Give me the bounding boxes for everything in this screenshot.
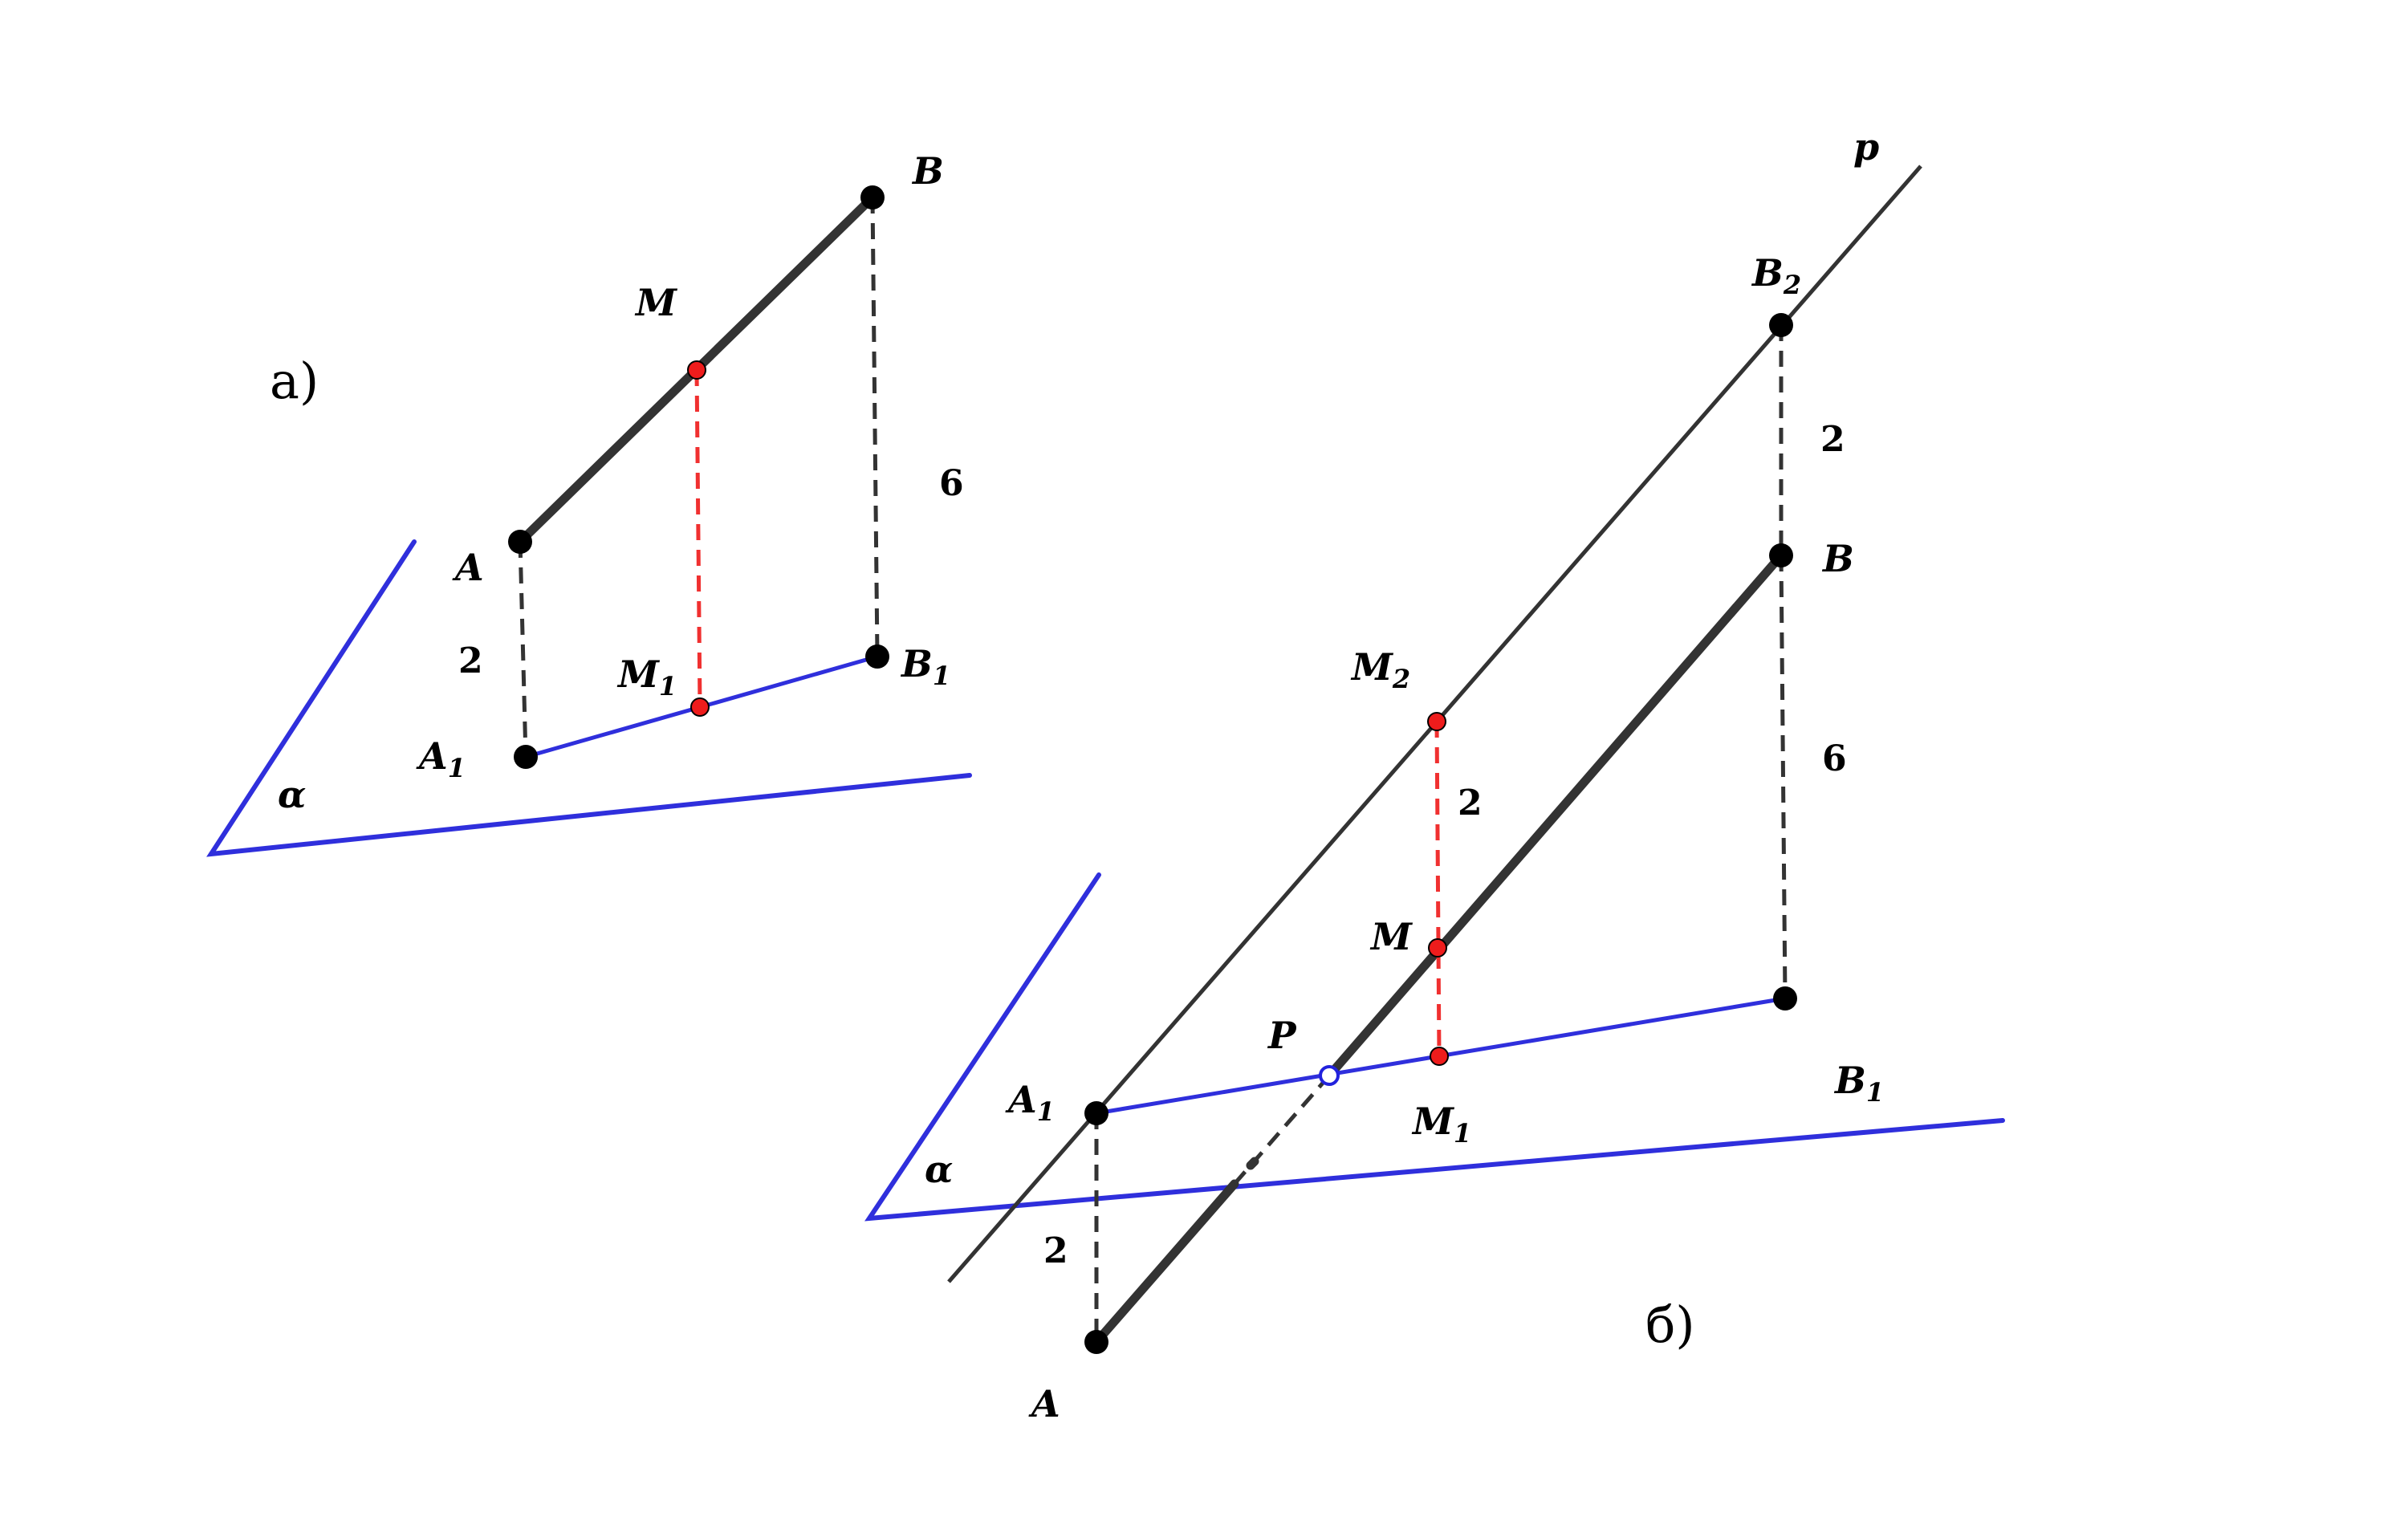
perpendicular-aa1-a bbox=[518, 541, 528, 758]
point-m2-b bbox=[1427, 712, 1446, 731]
point-a1-a bbox=[514, 745, 538, 769]
label-m1-a: M1 bbox=[616, 653, 677, 701]
plane-alpha-b-label: α bbox=[925, 1148, 953, 1191]
label-b-b: B bbox=[1821, 537, 1854, 580]
line-p-label: p bbox=[1853, 125, 1879, 169]
perpendicular-bb1-b bbox=[1779, 555, 1788, 999]
distance-b2b-b: 2 bbox=[1820, 419, 1845, 460]
label-b1-b: B1 bbox=[1833, 1059, 1884, 1108]
figure-b: б) α p B2 B B1 M2 M M1 P A1 A 2 6 2 2 bbox=[864, 125, 2005, 1425]
point-b1-a bbox=[865, 645, 889, 669]
point-a-b bbox=[1084, 1330, 1108, 1354]
label-m1-b: M1 bbox=[1411, 1100, 1471, 1149]
point-m1-b bbox=[1430, 1047, 1449, 1066]
plane-alpha-a bbox=[206, 539, 972, 857]
point-a1-b bbox=[1084, 1101, 1108, 1125]
label-a1-b: A1 bbox=[1005, 1078, 1055, 1127]
label-b-a: B bbox=[911, 149, 944, 193]
label-m-b: M bbox=[1369, 915, 1413, 958]
point-m-b bbox=[1428, 938, 1447, 958]
perpendicular-m2m1-b bbox=[1434, 721, 1442, 1057]
distance-a1a-b: 2 bbox=[1043, 1230, 1068, 1271]
label-b2-b: B2 bbox=[1751, 251, 1801, 300]
part-b-tag: б) bbox=[1645, 1295, 1695, 1354]
label-b1-a: B1 bbox=[900, 642, 950, 691]
distance-bb1-b: 6 bbox=[1822, 738, 1847, 779]
perpendicular-mm1-a bbox=[694, 369, 702, 708]
label-a-b: A bbox=[1028, 1382, 1060, 1425]
distance-m2m-b: 2 bbox=[1458, 783, 1483, 823]
segment-ab-b-upper bbox=[1325, 551, 1786, 1080]
label-a1-a: A1 bbox=[416, 734, 466, 783]
point-a-a bbox=[508, 530, 532, 554]
point-b2-b bbox=[1769, 313, 1793, 337]
label-a-a: A bbox=[452, 546, 484, 589]
label-p-b: P bbox=[1267, 1014, 1297, 1057]
figure-a: а) α A B M A1 B1 M1 2 6 bbox=[206, 149, 972, 857]
segment-ab-b-lower bbox=[1092, 1179, 1239, 1347]
perpendicular-bb1-a bbox=[870, 197, 880, 657]
point-m1-a bbox=[690, 697, 710, 717]
part-a-tag: а) bbox=[270, 352, 319, 410]
point-m-a bbox=[687, 360, 706, 380]
label-m2-b: M2 bbox=[1350, 645, 1410, 694]
plane-alpha-b bbox=[864, 872, 2005, 1222]
point-b-b bbox=[1769, 543, 1793, 567]
plane-alpha-a-label: α bbox=[278, 773, 306, 816]
distance-aa1-a: 2 bbox=[458, 640, 483, 681]
distance-bb1-a: 6 bbox=[939, 463, 964, 504]
point-b-a bbox=[860, 185, 885, 209]
point-p-b bbox=[1319, 1065, 1340, 1086]
point-b1-b bbox=[1773, 986, 1797, 1010]
label-m-a: M bbox=[634, 281, 678, 324]
